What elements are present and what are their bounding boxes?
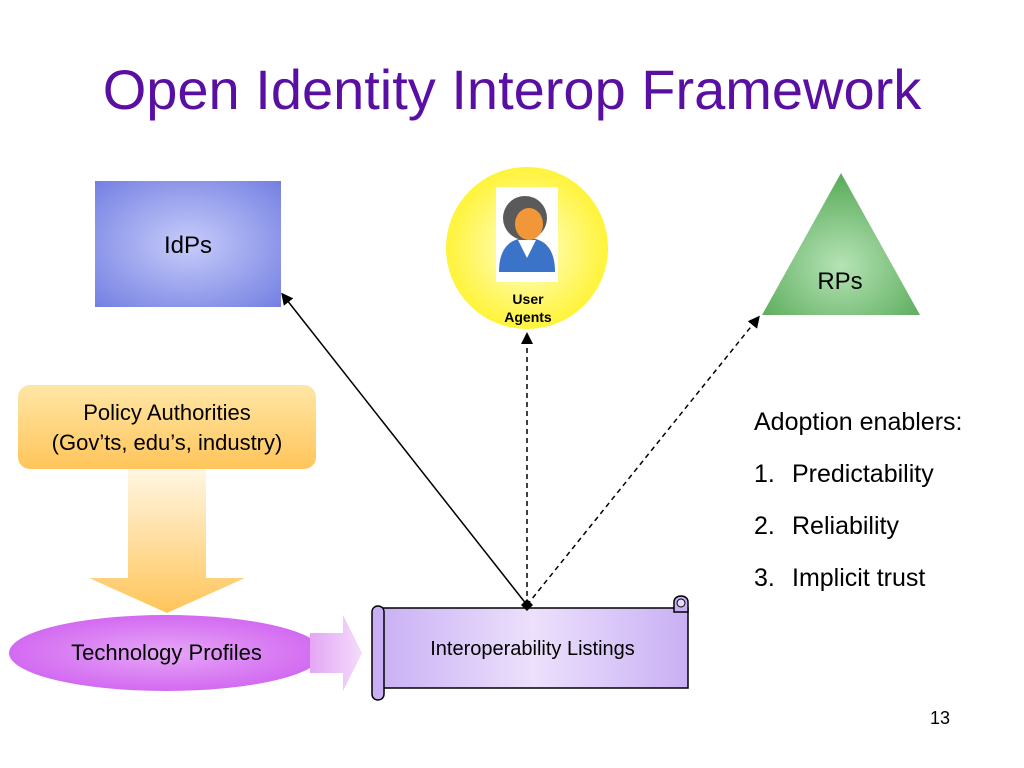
connector-to-rps [526, 315, 760, 606]
user-agents-label-line2: Agents [504, 309, 552, 325]
policy-authorities-box [18, 385, 316, 469]
slide-title: Open Identity Interop Framework [102, 58, 922, 121]
policy-authorities-line2: (Gov’ts, edu’s, industry) [51, 430, 283, 455]
user-agents-label: User Agents [488, 290, 568, 326]
adoption-enablers-heading: Adoption enablers: [754, 408, 963, 436]
technology-profiles-label: Technology Profiles [71, 640, 262, 665]
connector-to-idps [281, 292, 528, 606]
rps-triangle [762, 173, 920, 315]
list-item: 1. Predictability [754, 460, 962, 489]
connector-origin-marker [521, 599, 533, 611]
list-item-number: 3. [754, 564, 775, 592]
down-arrow [89, 469, 245, 613]
list-item: 2. Reliability [754, 512, 962, 541]
idps-label: IdPs [163, 232, 213, 259]
right-arrow [310, 615, 362, 691]
list-item-text: Reliability [792, 512, 899, 540]
policy-authorities-label: Policy Authorities (Gov’ts, edu’s, indus… [18, 398, 316, 458]
person-icon [499, 196, 555, 272]
policy-authorities-line1: Policy Authorities [83, 400, 251, 425]
page-number: 13 [930, 708, 951, 728]
rps-label: RPs [817, 268, 863, 295]
list-item-text: Implicit trust [792, 564, 926, 592]
list-item-number: 2. [754, 512, 775, 540]
adoption-enablers-list: Adoption enablers: 1. Predictability 2. … [754, 408, 962, 616]
list-item-text: Predictability [792, 460, 934, 488]
technology-profiles-ellipse [9, 615, 323, 691]
idps-box [95, 181, 281, 307]
user-agents-node [446, 167, 608, 329]
user-agents-label-line1: User [512, 291, 544, 307]
list-item: 3. Implicit trust [754, 564, 962, 593]
interoperability-listings-label: Interoperability Listings [430, 638, 635, 660]
interoperability-listings-scroll [371, 595, 689, 701]
list-item-number: 1. [754, 460, 775, 488]
